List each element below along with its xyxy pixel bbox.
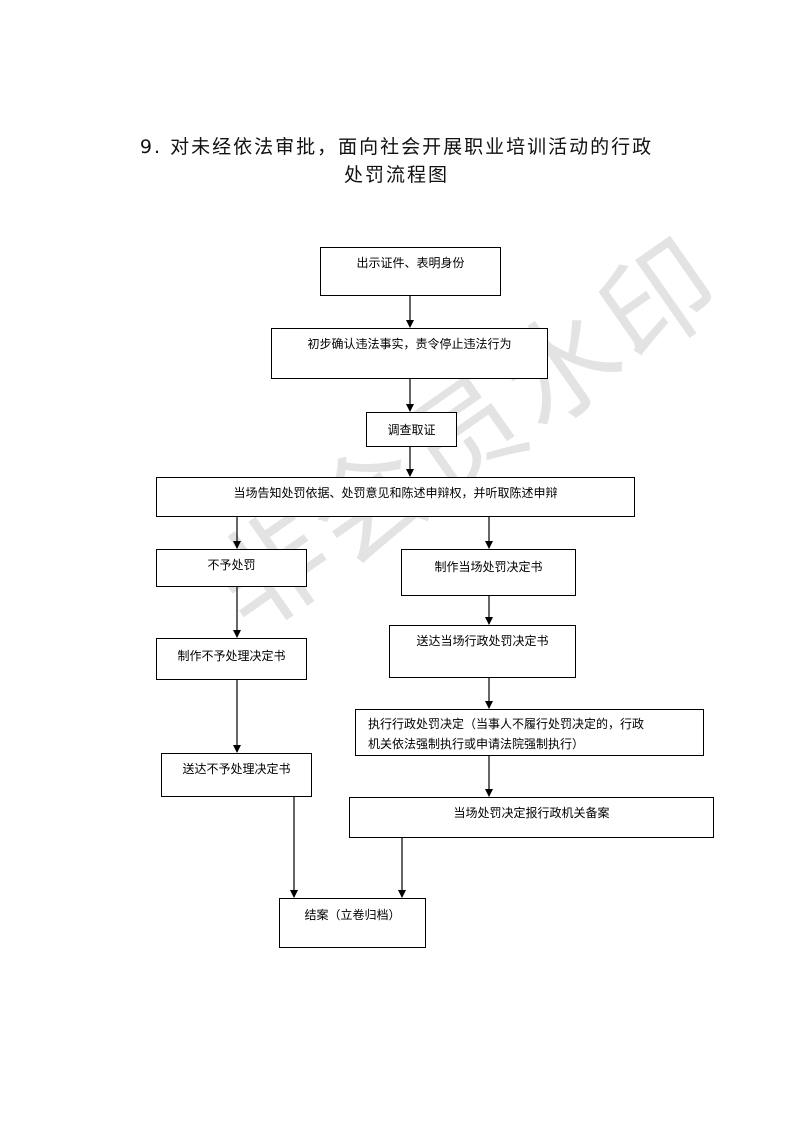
step-make-no-penalty-doc-label: 制作不予处理决定书 [177,649,286,663]
step-inform-rights-label: 当场告知处罚依据、处罚意见和陈述申辩权，并听取陈述申辩 [233,486,558,500]
step-report-filing-label: 当场处罚决定报行政机关备案 [453,806,610,820]
step-report-filing: 当场处罚决定报行政机关备案 [349,797,714,838]
step-no-penalty-label: 不予处罚 [207,558,256,572]
page-title-line2: 处罚流程图 [343,164,449,186]
step-show-id: 出示证件、表明身份 [320,247,501,296]
step-make-decision-label: 制作当场处罚决定书 [434,560,543,574]
step-close-case-label: 结案（立卷归档） [304,908,401,922]
step-execute-decision-line2: 机关依法强制执行或申请法院强制执行） [368,737,585,751]
step-confirm-violation-label: 初步确认违法事实，责令停止违法行为 [307,337,512,351]
step-no-penalty: 不予处罚 [156,549,307,587]
step-deliver-no-penalty-label: 送达不予处理决定书 [182,762,291,776]
page-title-line1: 9. 对未经依法审批，面向社会开展职业培训活动的行政 [139,136,654,158]
step-make-decision: 制作当场处罚决定书 [401,549,576,596]
step-execute-decision-line1: 执行行政处罚决定（当事人不履行处罚决定的，行政 [368,717,645,731]
step-investigate: 调查取证 [366,412,457,447]
step-deliver-decision-label: 送达当场行政处罚决定书 [416,634,549,648]
step-deliver-no-penalty: 送达不予处理决定书 [161,753,312,797]
step-inform-rights: 当场告知处罚依据、处罚意见和陈述申辩权，并听取陈述申辩 [156,477,635,517]
step-close-case: 结案（立卷归档） [279,898,426,948]
step-execute-decision: 执行行政处罚决定（当事人不履行处罚决定的，行政 机关依法强制执行或申请法院强制执… [355,709,704,756]
step-show-id-label: 出示证件、表明身份 [356,256,465,270]
step-confirm-violation: 初步确认违法事实，责令停止违法行为 [271,328,548,379]
step-investigate-label: 调查取证 [387,423,436,437]
step-make-no-penalty-doc: 制作不予处理决定书 [156,638,307,680]
step-deliver-decision: 送达当场行政处罚决定书 [389,625,576,678]
